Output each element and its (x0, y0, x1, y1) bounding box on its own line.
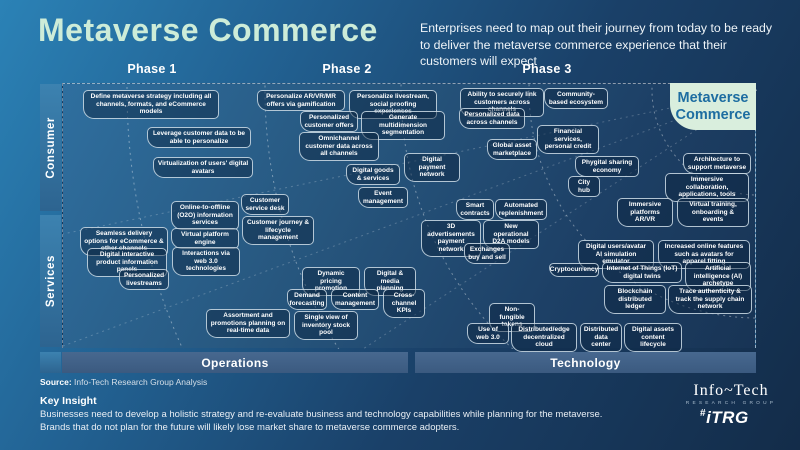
diagram-node: Personalize AR/VR/MR offers via gamifica… (257, 90, 345, 112)
diagram-node: Assortment and promotions planning on re… (206, 309, 290, 338)
column-label-operations: Operations (62, 352, 408, 373)
diagram-node: Virtualization of users' digital avatars (153, 157, 253, 179)
diagram-node: Single view of inventory stock pool (294, 311, 358, 340)
roadmap-panel: Define metaverse strategy including all … (62, 83, 757, 352)
diagram-node: Architecture to support metaverse (683, 153, 751, 175)
source-line: Source: Info-Tech Research Group Analysi… (40, 377, 207, 387)
diagram-node: Virtual platform engine (171, 228, 239, 250)
key-insight-title: Key Insight (40, 395, 97, 407)
diagram-node: Exchanges buy and sell (464, 243, 510, 265)
intro-text: Enterprises need to map out their journe… (420, 21, 773, 69)
page-title: Metaverse Commerce (38, 12, 378, 48)
infotech-logo-wordmark: Info~Tech (693, 382, 769, 399)
diagram-node: Blockchain distributed ledger (604, 285, 666, 314)
diagram-node: Artificial intelligence (AI) archetype (685, 262, 751, 291)
diagram-node: Cryptocurrency (549, 263, 599, 277)
phase-2-header: Phase 2 (322, 62, 372, 76)
infotech-logo-subtitle: RESEARCH GROUP (685, 401, 777, 406)
phase-1-header: Phase 1 (127, 62, 177, 76)
row-label-services: Services (40, 215, 61, 347)
diagram-node: 3D advertisements payment network (421, 220, 481, 257)
diagram-node: Use of web 3.0 (467, 323, 509, 345)
itrg-hash: # (700, 408, 707, 419)
diagram-node: Personalized livestreams (119, 269, 169, 291)
source-label: Source: (40, 377, 72, 387)
itrg-badge: #iTRG (700, 408, 749, 428)
diagram-node: Interactions via web 3.0 technologies (172, 247, 240, 276)
diagram-node: City hub (568, 176, 600, 198)
diagram-node: Content management (331, 289, 379, 311)
key-insight-text: Businesses need to develop a holistic st… (40, 409, 603, 434)
diagram-node: Leverage customer data to be able to per… (147, 127, 251, 149)
diagram-node: Define metaverse strategy including all … (83, 90, 219, 119)
phase-3-header: Phase 3 (522, 62, 572, 76)
diagram-node: Customer service desk (241, 194, 289, 216)
diagram-node: Digital assets content lifecycle (624, 323, 682, 352)
diagram-node: Ability to securely link customers acros… (460, 88, 544, 117)
diagram-node: Automated replenishment (495, 199, 547, 221)
diagram-node: Virtual training, onboarding & events (677, 198, 749, 227)
itrg-text: iTRG (706, 408, 749, 427)
diagram-node: Event management (358, 187, 408, 209)
diagram-node: Digital payment network (404, 153, 460, 182)
row-strip-stub (40, 352, 61, 373)
infotech-logo: Info~Tech RESEARCH GROUP (676, 382, 786, 406)
diagram-node: Online-to-offline (O2O) information serv… (171, 201, 239, 230)
diagram-node: Community-based ecosystem (544, 88, 608, 110)
diagram-node: Personalized customer offers (300, 111, 358, 133)
diagram-node: Immersive platforms AR/VR (617, 198, 673, 227)
diagram-node: Cross-channel KPIs (383, 289, 425, 318)
diagram-node: Trace authenticity & track the supply ch… (668, 285, 752, 314)
consumer-label: Consumer (44, 116, 57, 179)
row-label-consumer: Consumer (40, 84, 61, 211)
metaverse-commerce-highlight: Metaverse Commerce (670, 83, 756, 130)
diagram-node: New operational D2A models (483, 220, 539, 249)
diagram-node: Generate multidimension segmentation (361, 111, 445, 140)
diagram-node: Distributed data center (580, 323, 622, 352)
column-label-technology: Technology (415, 352, 756, 373)
diagram-node: Demand forecasting (287, 289, 327, 311)
diagram-node: Omnichannel customer data across all cha… (299, 132, 379, 161)
diagram-node: Immersive collaboration, applications, t… (665, 173, 749, 202)
diagram-node: Customer journey & lifecycle management (242, 216, 314, 245)
diagram-node: Financial services, personal credit (537, 125, 599, 154)
services-label: Services (44, 254, 57, 308)
diagram-node: Global asset marketplace (487, 139, 537, 161)
diagram-node: Smart contracts (456, 199, 494, 221)
diagram-node: Phygital sharing economy (575, 156, 639, 178)
diagram-node: Distributed/edge decentralized cloud (511, 323, 577, 352)
diagram-node: Personalized data across channels (459, 108, 525, 130)
diagram-node: Internet of Things (IoT) digital twins (602, 262, 682, 284)
source-text: Info-Tech Research Group Analysis (74, 377, 208, 387)
diagram-node: Digital goods & services (346, 164, 400, 186)
